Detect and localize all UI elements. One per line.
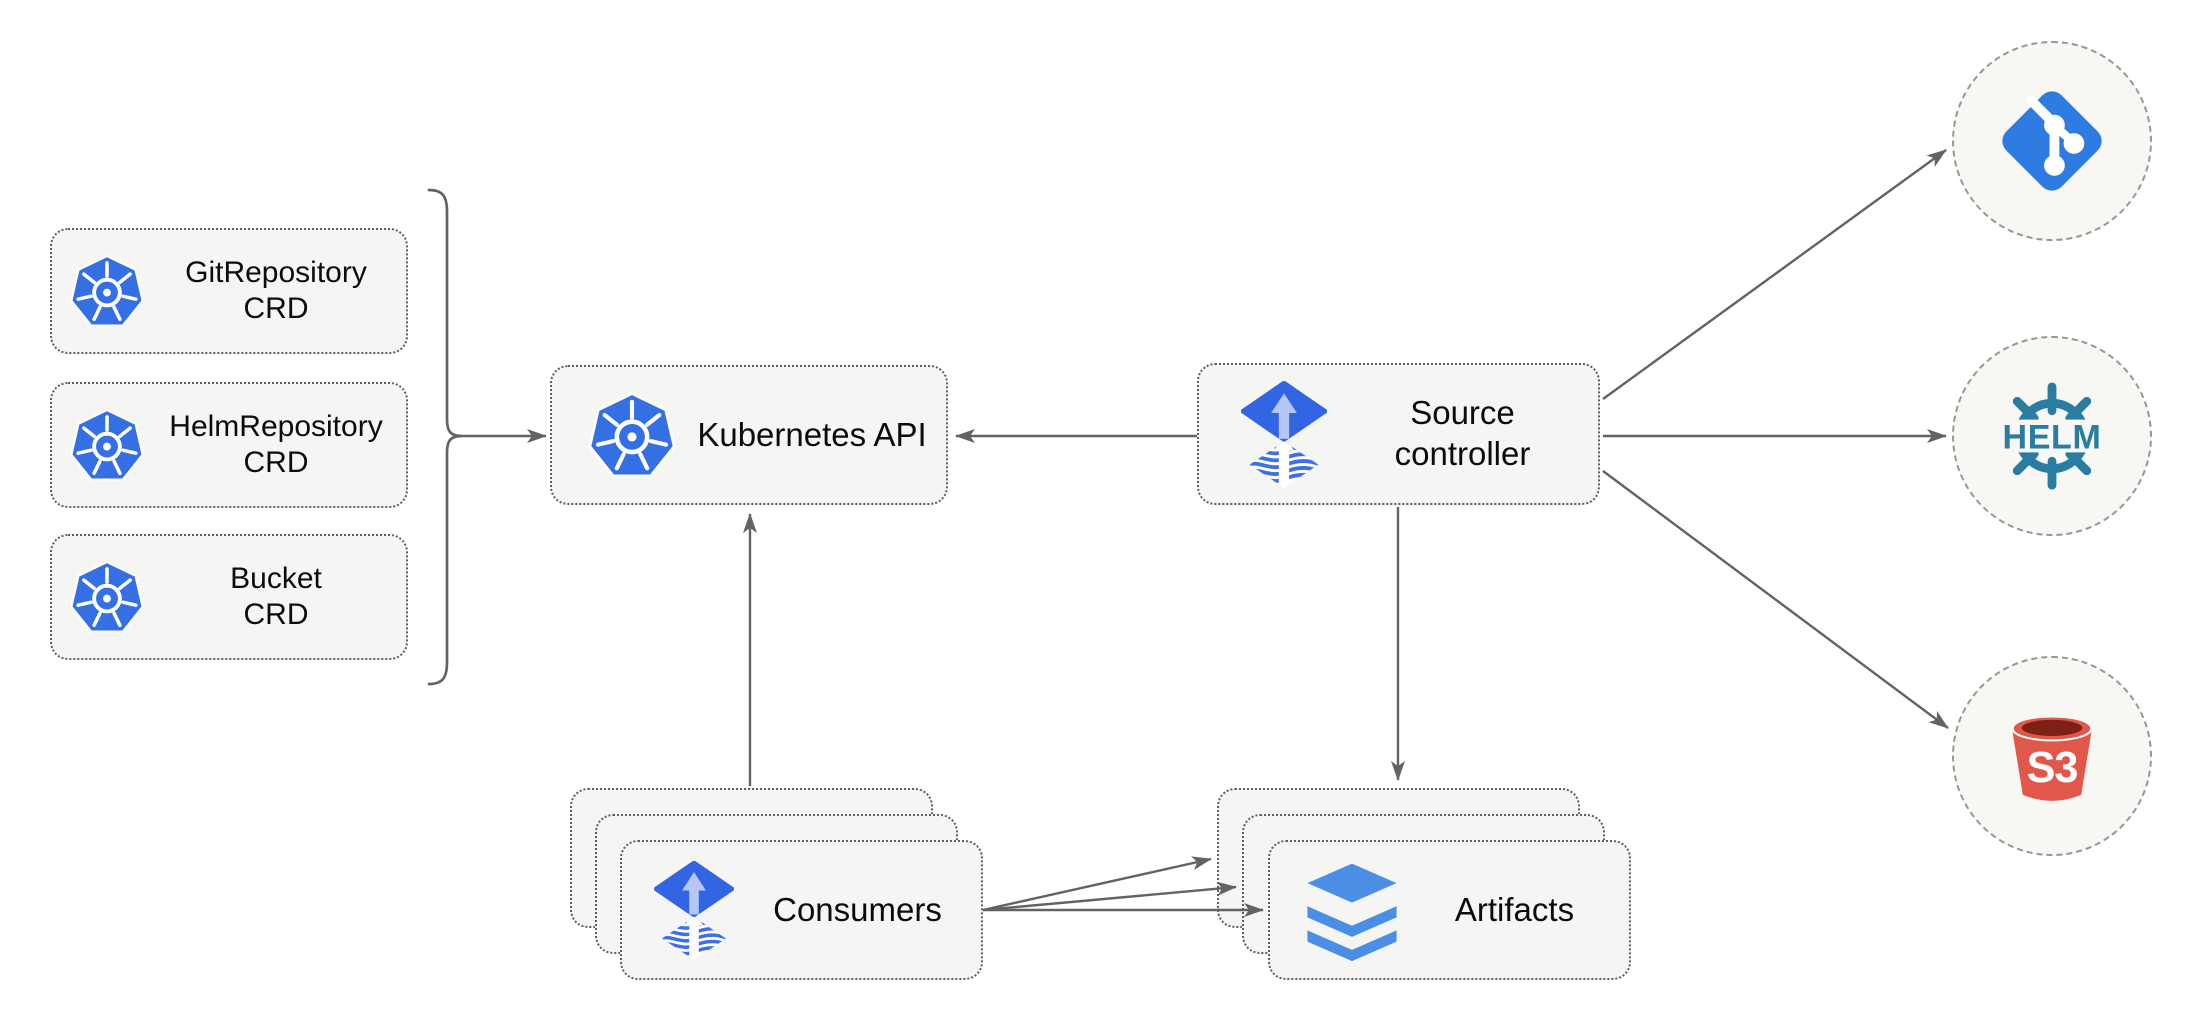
s3-source-circle: S3: [1952, 656, 2152, 856]
s3-bucket-icon: S3: [2011, 716, 2093, 801]
helmrepository-crd-label: HelmRepository CRD: [169, 410, 383, 479]
arrow-source-controller-to-git: [1602, 149, 1947, 400]
arrow-source-controller-to-s3: [1602, 470, 1949, 729]
kubernetes-api-node: Kubernetes API: [550, 365, 948, 505]
git-source-circle: [1952, 41, 2152, 241]
helm-source-circle: HELM: [1952, 336, 2152, 536]
consumers-node: Consumers: [620, 840, 983, 980]
layers-icon: [1304, 858, 1400, 962]
crd-group-brace: [427, 188, 463, 686]
kubernetes-icon: [68, 558, 146, 636]
helm-wordmark: HELM: [2003, 419, 2102, 457]
artifacts-label: Artifacts: [1454, 890, 1575, 928]
git-icon: [2002, 91, 2102, 191]
arrow-consumers-to-artifacts-2: [982, 881, 1237, 912]
kubernetes-icon: [68, 406, 146, 484]
bucket-crd-label: Bucket CRD: [230, 562, 322, 631]
flux-icon: [1241, 381, 1327, 488]
source-controller-label: Source controller: [1394, 394, 1531, 472]
flux-icon: [654, 861, 734, 960]
gitrepository-crd-label: GitRepository CRD: [185, 256, 367, 325]
source-controller-node: Source controller: [1197, 363, 1600, 505]
kubernetes-api-label: Kubernetes API: [697, 415, 927, 453]
kubernetes-icon: [68, 252, 146, 330]
gitrepository-crd-node: GitRepository CRD: [50, 228, 408, 354]
helm-icon: HELM: [1989, 382, 2115, 490]
arrow-consumers-to-artifacts-1: [982, 856, 1212, 912]
bucket-crd-node: Bucket CRD: [50, 534, 408, 660]
s3-wordmark: S3: [2027, 744, 2078, 792]
artifacts-node: Artifacts: [1268, 840, 1631, 980]
kubernetes-icon: [586, 389, 678, 481]
consumers-label: Consumers: [773, 890, 942, 928]
helmrepository-crd-node: HelmRepository CRD: [50, 382, 408, 508]
